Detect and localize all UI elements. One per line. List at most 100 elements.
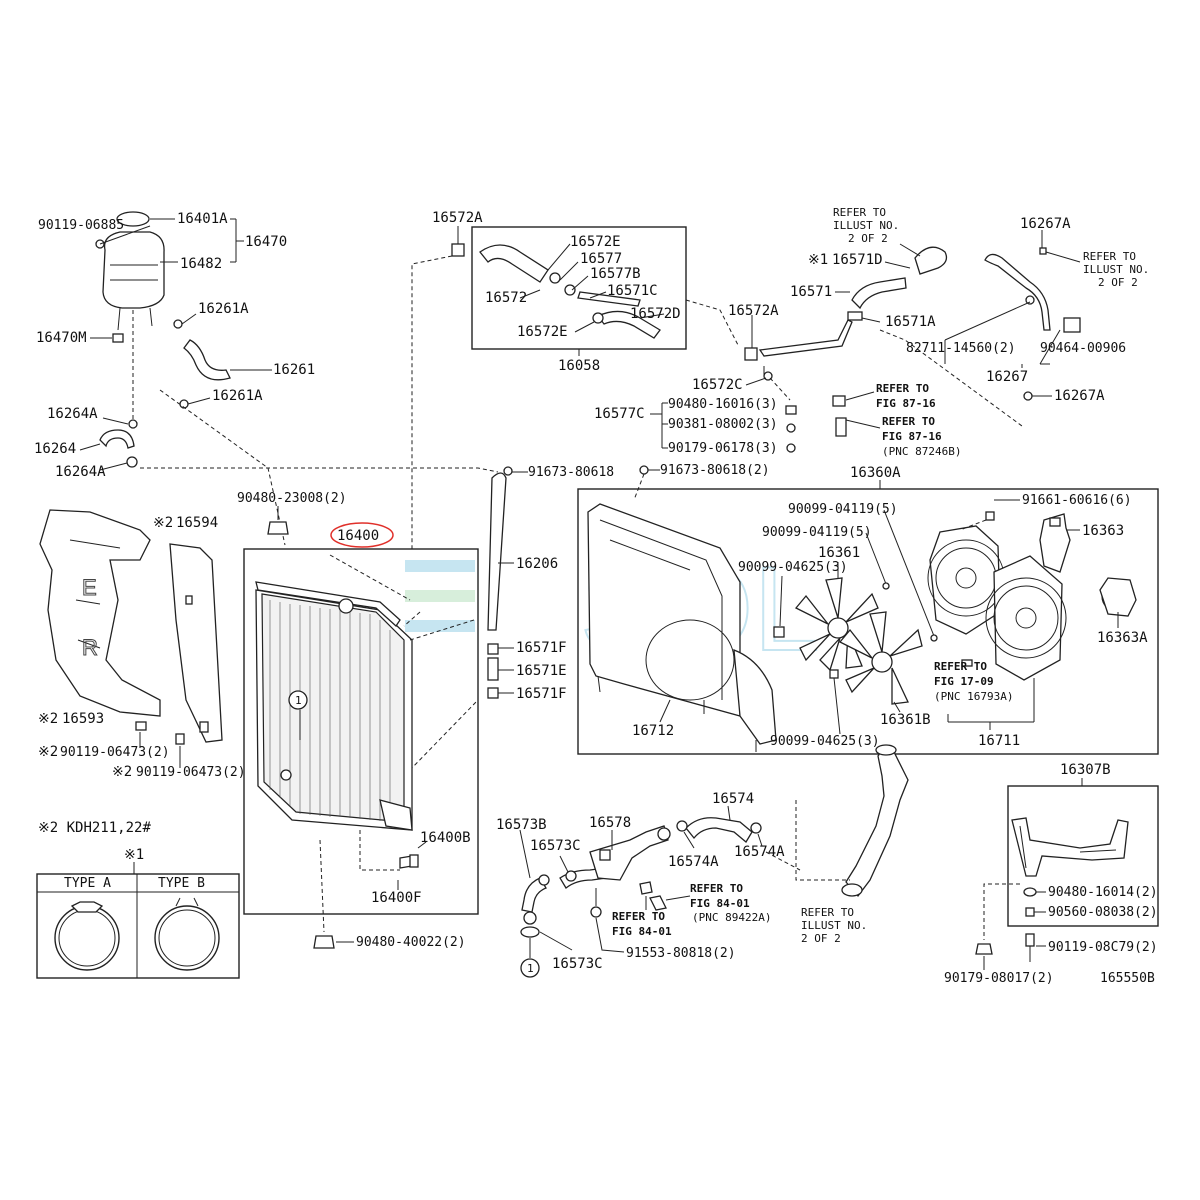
label-90480-16014: 90480-16014(2) xyxy=(1048,885,1158,900)
label-16571c: 16571C xyxy=(607,283,658,299)
clamp-type-legend xyxy=(36,873,240,979)
ref-illust-r-1: REFER TO xyxy=(1083,250,1136,263)
screw-04119-a-icon xyxy=(882,582,890,590)
svg-text:E: E xyxy=(82,575,97,600)
label-90560-08038: 90560-08038(2) xyxy=(1048,905,1158,920)
bolt-08c79-icon xyxy=(1025,933,1035,962)
bracket-box-16307b xyxy=(1007,785,1159,927)
bracket-16307b-drawing xyxy=(1011,817,1129,877)
bolt-91553-icon xyxy=(590,888,602,918)
radiator-drawing xyxy=(255,581,413,831)
label-16267a-top: 16267A xyxy=(1020,216,1071,232)
water-outlet-16578-drawing xyxy=(589,825,671,881)
label-91673-80618-2: 91673-80618(2) xyxy=(660,463,770,478)
label-16571: 16571 xyxy=(790,284,832,300)
label-16363: 16363 xyxy=(1082,523,1124,539)
label-note-kdh: ※2 KDH211,22# xyxy=(38,820,151,836)
ref-fig1709-2: FIG 17-09 xyxy=(934,675,994,688)
clamp-16572a-icon xyxy=(451,226,465,257)
nut-04625-b-icon xyxy=(829,669,839,679)
nut-04625-a-icon xyxy=(773,626,785,638)
grommet-icon xyxy=(785,405,797,415)
label-16573c-a: 16573C xyxy=(530,838,581,854)
bolt-91673-icon xyxy=(639,465,649,475)
resistor-16363-drawing xyxy=(1039,513,1071,573)
label-16267: 16267 xyxy=(986,369,1028,385)
label-16572a-right: 16572A xyxy=(728,303,779,319)
label-16572c: 16572C xyxy=(692,377,743,393)
hose-16573b-drawing xyxy=(521,874,550,925)
cushion-top-icon xyxy=(267,521,289,535)
label-90480-40022: 90480-40022(2) xyxy=(356,935,466,950)
label-16572: 16572 xyxy=(485,290,527,306)
label-16573c-b: 16573C xyxy=(552,956,603,972)
label-82711-14560: 82711-14560(2) xyxy=(906,341,1016,356)
label-90464-00906: 90464-00906 xyxy=(1040,341,1126,356)
ref-illust-r-2: ILLUST NO. xyxy=(1083,263,1149,276)
label-90099-04119-b: 90099-04119(5) xyxy=(762,525,872,540)
ref-fig8716-b-3: (PNC 87246B) xyxy=(882,445,961,458)
ref-fig8716-a-2: FIG 87-16 xyxy=(876,397,936,410)
screw-04119-b-icon xyxy=(930,634,938,642)
bracket-8716-icon xyxy=(832,395,846,407)
label-90119-08c79: 90119-08C79(2) xyxy=(1048,940,1158,955)
marker-circle-1-a: 1 xyxy=(295,694,302,707)
label-16361b: 16361B xyxy=(880,712,931,728)
cushion-bottom-icon xyxy=(313,935,335,949)
label-16267a-b: 16267A xyxy=(1054,388,1105,404)
label-90099-04625-a: 90099-04625(3) xyxy=(738,560,848,575)
label-16578: 16578 xyxy=(589,815,631,831)
label-16307b: 16307B xyxy=(1060,762,1111,778)
label-16400b: 16400B xyxy=(420,830,471,846)
ref-illust-top-3: 2 OF 2 xyxy=(848,232,888,245)
marker-circle-1-b-text: 1 xyxy=(527,962,534,975)
label-16400f: 16400F xyxy=(371,890,422,906)
label-16571a: 16571A xyxy=(885,314,936,330)
label-16573b: 16573B xyxy=(496,817,547,833)
bolt-06473-b-icon xyxy=(175,733,185,745)
label-16574: 16574 xyxy=(712,791,754,807)
hose-16572-drawing xyxy=(479,244,661,339)
bracket-87246b-icon xyxy=(835,417,847,437)
label-16572e-b: 16572E xyxy=(517,324,568,340)
label-16361: 16361 xyxy=(818,545,860,561)
label-90179-06178: 90179-06178(3) xyxy=(668,441,778,456)
bolt-icon xyxy=(786,443,796,453)
label-16264: 16264 xyxy=(34,441,76,457)
label-91553-80818: 91553-80818(2) xyxy=(626,946,736,961)
ref-fig8401-b-2: FIG 84-01 xyxy=(612,925,672,938)
label-16577: 16577 xyxy=(580,251,622,267)
label-16400: 16400 xyxy=(337,528,379,544)
label-16264a-no1: 16264A xyxy=(55,464,106,480)
legend-type-a: TYPE A xyxy=(64,876,111,891)
shroud-16712-drawing xyxy=(587,503,777,752)
clamp-type-a-icon xyxy=(54,901,120,971)
ref-illust-top-2: ILLUST NO. xyxy=(833,219,899,232)
label-90099-04119-a: 90099-04119(5) xyxy=(788,502,898,517)
label-16571d: 16571D xyxy=(832,252,883,268)
hose-16267-drawing xyxy=(984,247,1081,401)
svg-text:R: R xyxy=(82,635,98,660)
water-inlet-pipe-drawing xyxy=(841,744,909,898)
ref-fig8401-a-2: FIG 84-01 xyxy=(690,897,750,910)
ref-fig8401-b-1: REFER TO xyxy=(612,910,665,923)
fan-16361-drawing xyxy=(794,577,879,672)
ref-fig1709-1: REFER TO xyxy=(934,660,987,673)
label-16571f-a: 16571F xyxy=(516,640,567,656)
label-90119-06473-a: 90119-06473(2) xyxy=(60,745,170,760)
label-16264a-no2: 16264A xyxy=(47,406,98,422)
label-16572d: 16572D xyxy=(630,306,681,322)
label-16401a: 16401A xyxy=(177,211,228,227)
marker-circle-1-b xyxy=(520,958,540,978)
label-90381-08002: 90381-08002(3) xyxy=(668,417,778,432)
fan-motor-16711-drawing xyxy=(927,511,1067,681)
nut-08017-icon xyxy=(975,943,993,955)
label-16470m: 16470M xyxy=(36,330,87,346)
label-16574a-a: 16574A xyxy=(668,854,719,870)
ref-illust-r-3: 2 OF 2 xyxy=(1098,276,1138,289)
label-mark2-b: ※2 xyxy=(38,711,58,727)
label-16261a-no1: 16261A xyxy=(212,388,263,404)
label-16572a-top: 16572A xyxy=(432,210,483,226)
label-16261: 16261 xyxy=(273,362,315,378)
